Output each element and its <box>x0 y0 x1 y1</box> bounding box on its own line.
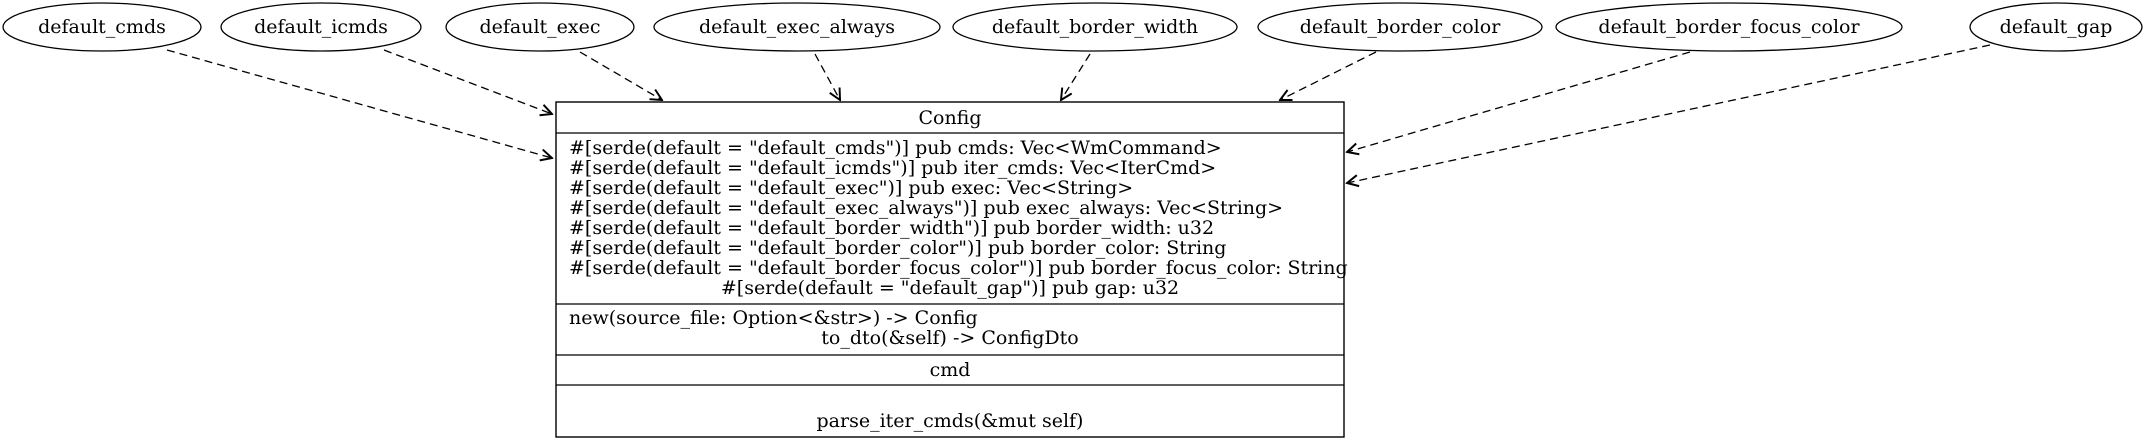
method-to-dto: to_dto(&self) -> ConfigDto <box>821 327 1078 349</box>
edge-default-border-width <box>1061 53 1091 100</box>
node-label: default_gap <box>2000 16 2113 38</box>
node-default-border-width: default_border_width <box>952 2 1238 52</box>
node-default-exec-always: default_exec_always <box>653 2 941 52</box>
class-fields: #[serde(default = "default_cmds")] pub c… <box>569 137 1348 299</box>
function-nodes: default_cmds default_icmds default_exec … <box>2 2 2143 52</box>
node-label: default_exec <box>479 16 600 38</box>
node-default-border-color: default_border_color <box>1257 2 1543 52</box>
method-new: new(source_file: Option<&str>) -> Config <box>569 307 978 329</box>
edge-default-gap <box>1347 44 1991 183</box>
field-exec: #[serde(default = "default_exec")] pub e… <box>569 177 1133 199</box>
method-parse-iter-cmds: parse_iter_cmds(&mut self) <box>817 410 1084 432</box>
field-gap: #[serde(default = "default_gap")] pub ga… <box>721 277 1179 299</box>
field-border-width: #[serde(default = "default_border_width"… <box>569 217 1214 239</box>
edge-default-cmds <box>166 49 552 158</box>
node-label: default_exec_always <box>699 16 895 38</box>
field-exec-always: #[serde(default = "default_exec_always")… <box>569 197 1283 219</box>
node-default-gap: default_gap <box>1969 2 2143 52</box>
edge-default-exec-always <box>814 53 840 100</box>
config-class-node: Config #[serde(default = "default_cmds")… <box>555 101 1348 438</box>
field-iter-cmds: #[serde(default = "default_icmds")] pub … <box>569 157 1216 179</box>
edge-default-border-focus-color <box>1347 51 1691 152</box>
field-border-focus-color: #[serde(default = "default_border_focus_… <box>569 257 1348 279</box>
node-label: default_border_color <box>1300 16 1501 38</box>
node-default-cmds: default_cmds <box>2 2 202 52</box>
node-label: default_border_focus_color <box>1598 16 1860 38</box>
dependency-edges <box>166 44 1991 183</box>
node-label: default_icmds <box>254 16 388 38</box>
class-name: Config <box>918 107 981 129</box>
class-methods: new(source_file: Option<&str>) -> Config… <box>569 307 1079 349</box>
edge-default-exec <box>579 51 662 100</box>
class-section-cmd: cmd <box>930 359 971 381</box>
node-label: default_cmds <box>38 16 166 38</box>
edge-default-icmds <box>383 49 552 114</box>
node-default-exec: default_exec <box>445 2 635 52</box>
field-border-color: #[serde(default = "default_border_color"… <box>569 237 1226 259</box>
edge-default-border-color <box>1280 51 1377 100</box>
node-default-icmds: default_icmds <box>220 2 422 52</box>
node-label: default_border_width <box>992 16 1198 38</box>
node-default-border-focus-color: default_border_focus_color <box>1555 2 1903 52</box>
field-cmds: #[serde(default = "default_cmds")] pub c… <box>569 137 1222 159</box>
